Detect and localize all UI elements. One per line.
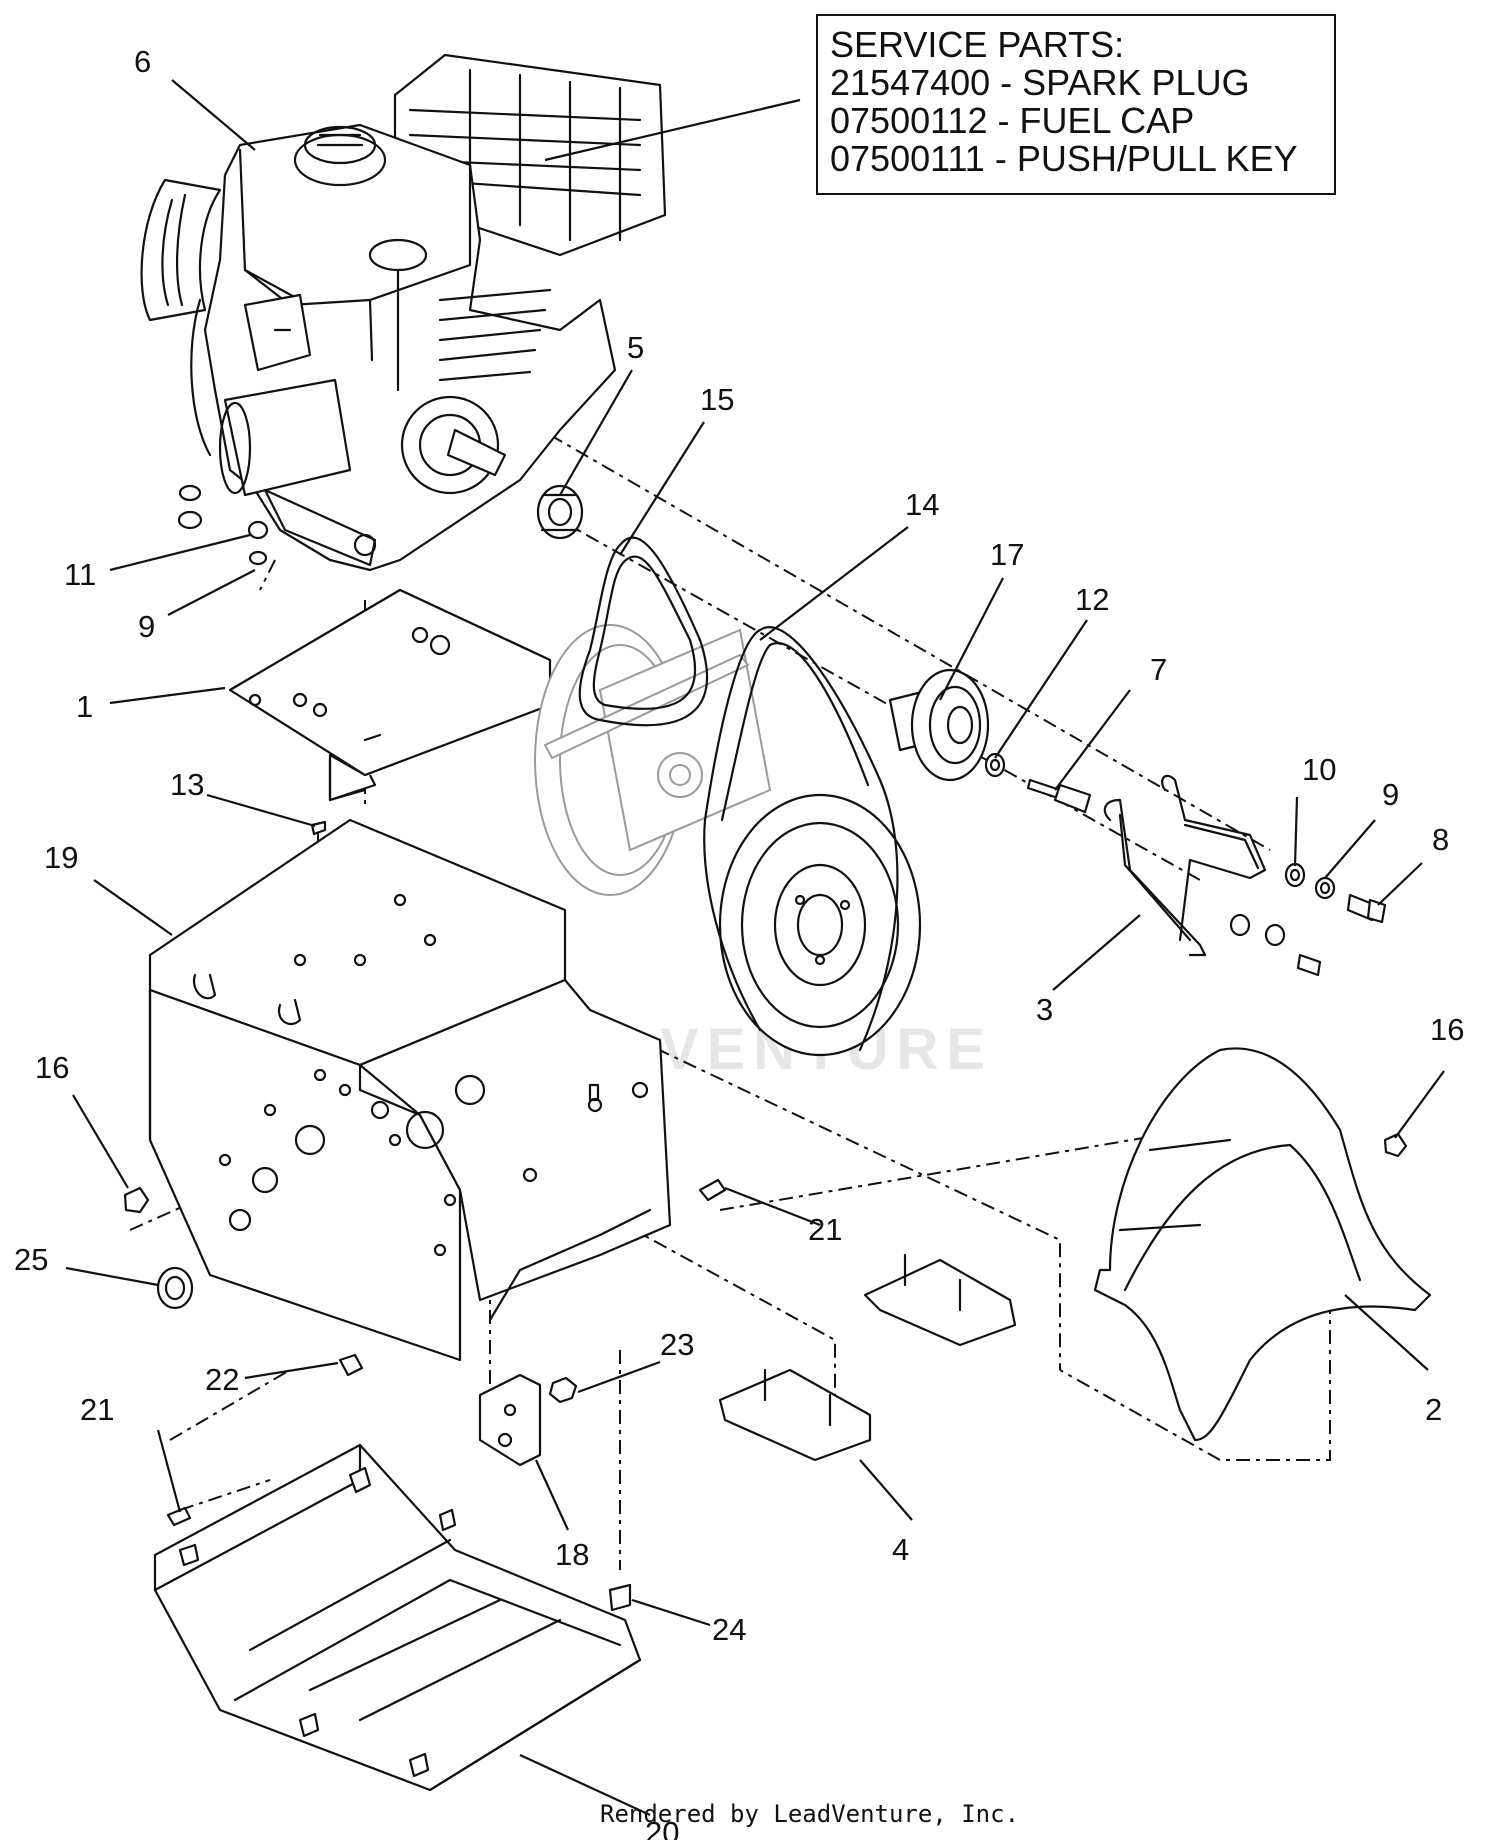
callout-7: 7	[1150, 652, 1167, 687]
callout-9-right: 9	[1382, 777, 1399, 812]
callout-16-left: 16	[35, 1050, 69, 1085]
screw-13[interactable]	[310, 820, 327, 836]
drive-belt-15[interactable]	[578, 536, 708, 727]
callout-21-pan: 21	[80, 1392, 114, 1427]
callout-8: 8	[1432, 822, 1449, 857]
lock-washer-9[interactable]	[1314, 876, 1336, 900]
callout-17: 17	[990, 537, 1024, 572]
washer-10[interactable]	[1284, 862, 1306, 888]
callout-2: 2	[1425, 1392, 1442, 1427]
bracket-18[interactable]	[478, 1373, 542, 1467]
callout-labels: 6 5 15 14 17 12 7 10 9 8 3 11 9 1 13 19 …	[14, 44, 1464, 1840]
callout-16-right: 16	[1430, 1012, 1464, 1047]
bottom-pan-20[interactable]	[153, 1443, 642, 1792]
callout-13: 13	[170, 767, 204, 802]
bolt-8[interactable]	[1346, 893, 1387, 924]
bolt-22[interactable]	[338, 1353, 364, 1377]
nut-24[interactable]	[608, 1583, 632, 1612]
bolt-16-left[interactable]	[123, 1186, 150, 1214]
callout-14: 14	[905, 487, 939, 522]
mounting-plate[interactable]	[228, 588, 552, 802]
callout-15: 15	[700, 382, 734, 417]
frame-19[interactable]	[148, 818, 672, 1362]
engine-hardware	[177, 484, 269, 566]
callout-1: 1	[76, 689, 93, 724]
callout-23: 23	[660, 1327, 694, 1362]
callout-20: 20	[645, 1815, 679, 1840]
callout-9-left: 9	[138, 609, 155, 644]
service-parts-title: SERVICE PARTS:	[830, 24, 1125, 65]
pulley-17[interactable]	[888, 668, 990, 782]
coupler-part[interactable]	[536, 484, 584, 540]
belt-cover-2[interactable]	[1093, 1047, 1432, 1442]
callout-10: 10	[1302, 752, 1336, 787]
service-part-spark-plug: 21547400 - SPARK PLUG	[830, 62, 1250, 103]
callout-21-frame: 21	[808, 1212, 842, 1247]
callout-12: 12	[1075, 582, 1109, 617]
bracket-4a[interactable]	[863, 1253, 1017, 1347]
bracket-4b[interactable]	[718, 1368, 872, 1462]
callout-5: 5	[627, 330, 644, 365]
bolt-7[interactable]	[1026, 778, 1092, 814]
grommet-25[interactable]	[156, 1266, 194, 1310]
bolt-21-frame[interactable]	[698, 1178, 727, 1202]
callout-6: 6	[134, 44, 151, 79]
render-credit: Rendered by LeadVenture, Inc.	[600, 1800, 1020, 1828]
service-parts-box: SERVICE PARTS: 21547400 - SPARK PLUG 075…	[816, 14, 1336, 195]
callout-4: 4	[892, 1532, 909, 1567]
callout-24: 24	[712, 1612, 746, 1647]
drive-pulley-assembly[interactable]	[703, 626, 922, 1057]
spare-hardware	[1229, 913, 1322, 977]
belt-guide-bracket-3[interactable]	[1103, 774, 1267, 957]
nut-23[interactable]	[548, 1376, 578, 1404]
callout-22: 22	[205, 1362, 239, 1397]
leader-lines	[65, 79, 1445, 1816]
callout-18: 18	[555, 1537, 589, 1572]
callout-3: 3	[1036, 992, 1053, 1027]
engine-assembly[interactable]	[140, 53, 667, 572]
callout-25: 25	[14, 1242, 48, 1277]
service-part-fuel-cap: 07500112 - FUEL CAP	[830, 100, 1195, 141]
service-part-push-pull-key: 07500111 - PUSH/PULL KEY	[830, 138, 1298, 179]
callout-11: 11	[64, 557, 96, 592]
callout-19: 19	[44, 840, 78, 875]
washer-12[interactable]	[984, 752, 1006, 778]
